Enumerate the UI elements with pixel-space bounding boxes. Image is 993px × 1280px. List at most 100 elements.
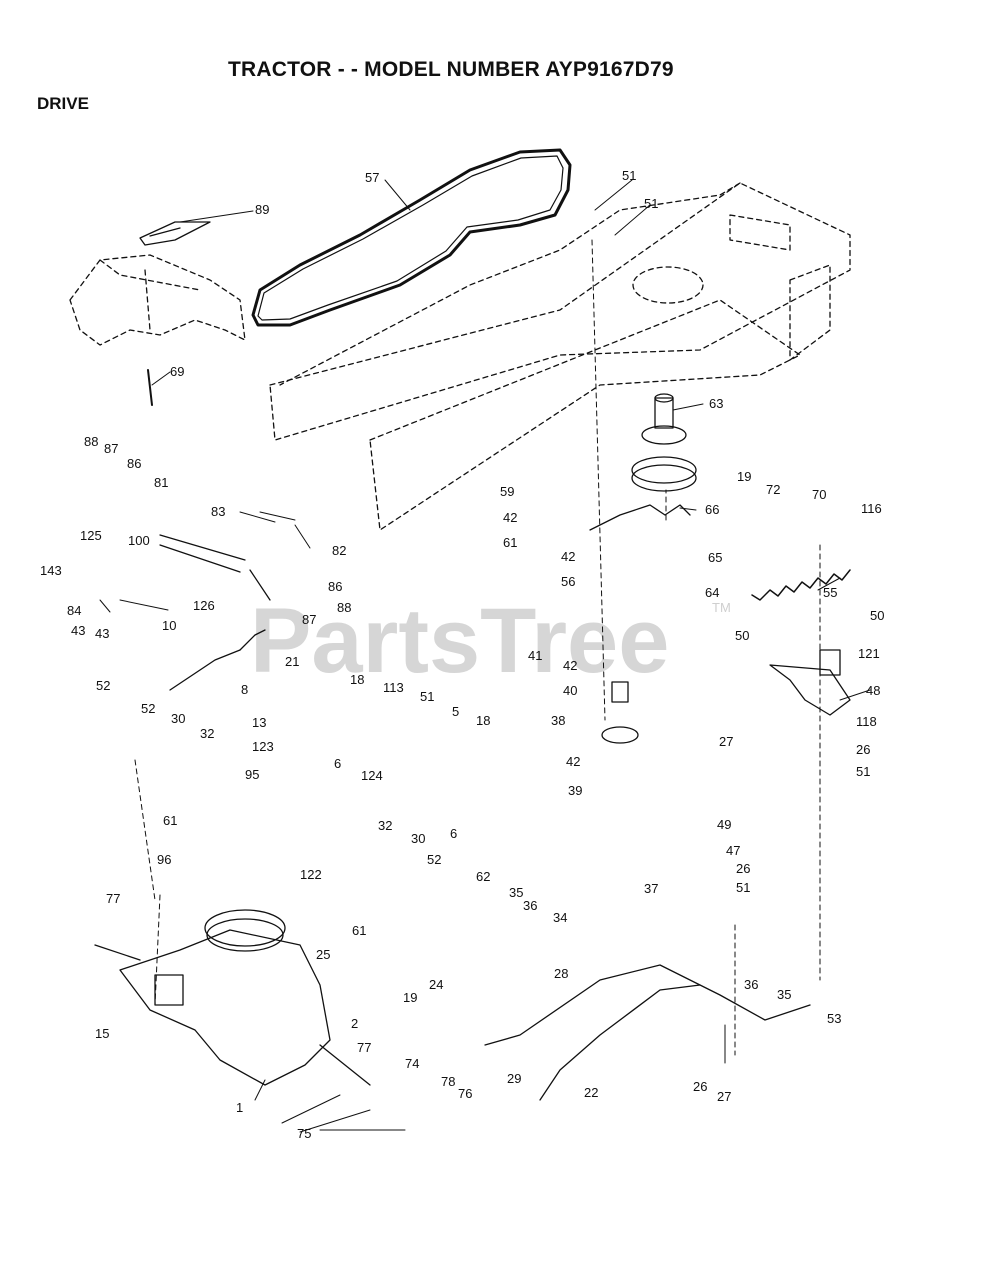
shift-rod xyxy=(159,534,271,691)
part-label: 29 xyxy=(507,1071,521,1086)
part-label: 88 xyxy=(337,600,351,615)
part-label: 22 xyxy=(584,1085,598,1100)
brake-rods xyxy=(484,964,811,1101)
part-label: 36 xyxy=(744,977,758,992)
tractor-frame xyxy=(269,182,851,531)
part-label: 86 xyxy=(127,456,141,471)
part-label: 77 xyxy=(357,1040,371,1055)
idler-rod xyxy=(589,504,691,531)
part-label: 19 xyxy=(737,469,751,484)
watermark-text: PartsTree xyxy=(250,590,669,692)
part-label: 100 xyxy=(128,533,150,548)
part-label: 27 xyxy=(717,1089,731,1104)
part-label: 39 xyxy=(568,783,582,798)
part-label: 70 xyxy=(812,487,826,502)
page-title: TRACTOR - - MODEL NUMBER AYP9167D79 xyxy=(228,58,674,81)
part-label: 83 xyxy=(211,504,225,519)
part-label: 57 xyxy=(365,170,379,185)
part-label: 51 xyxy=(856,764,870,779)
part-label: 42 xyxy=(561,549,575,564)
part-label: 43 xyxy=(71,623,85,638)
part-label: 59 xyxy=(500,484,514,499)
part-label: 38 xyxy=(551,713,565,728)
part-label: 36 xyxy=(523,898,537,913)
part-label: 55 xyxy=(823,585,837,600)
part-label: 30 xyxy=(411,831,425,846)
dash-bolt xyxy=(147,369,153,406)
part-label: 51 xyxy=(622,168,636,183)
part-label: 118 xyxy=(856,714,877,729)
part-label: 74 xyxy=(405,1056,419,1071)
part-label: 30 xyxy=(171,711,185,726)
dash-panel xyxy=(69,254,246,346)
part-label: 52 xyxy=(427,852,441,867)
part-label: 66 xyxy=(705,502,719,517)
part-label: 21 xyxy=(285,654,299,669)
leader-lines xyxy=(99,179,871,1133)
pulley-assembly xyxy=(631,393,697,492)
part-label: 124 xyxy=(361,768,383,783)
part-label: 88 xyxy=(84,434,98,449)
part-label: 95 xyxy=(245,767,259,782)
part-label: 96 xyxy=(157,852,171,867)
part-label: 122 xyxy=(300,867,322,882)
part-label: 40 xyxy=(563,683,577,698)
part-label: 62 xyxy=(476,869,490,884)
part-label: 78 xyxy=(441,1074,455,1089)
part-label: 81 xyxy=(154,475,168,490)
part-label: 43 xyxy=(95,626,109,641)
part-label: 72 xyxy=(766,482,780,497)
part-label: 52 xyxy=(96,678,110,693)
lower-pulley xyxy=(601,681,639,744)
part-label: 113 xyxy=(383,680,404,695)
part-label: 18 xyxy=(350,672,364,687)
part-label: 42 xyxy=(566,754,580,769)
part-label: 35 xyxy=(509,885,523,900)
part-label: 52 xyxy=(141,701,155,716)
part-label: 41 xyxy=(528,648,542,663)
drive-belt xyxy=(251,148,572,327)
part-label: 35 xyxy=(777,987,791,1002)
part-label: 2 xyxy=(351,1016,358,1031)
part-label: 89 xyxy=(255,202,269,217)
part-label: 87 xyxy=(302,612,316,627)
part-label: 26 xyxy=(736,861,750,876)
part-label: 61 xyxy=(503,535,517,550)
part-label: 6 xyxy=(450,826,457,841)
part-label: 51 xyxy=(644,196,658,211)
part-label: 63 xyxy=(709,396,723,411)
part-label: 50 xyxy=(870,608,884,623)
part-label: 143 xyxy=(40,563,62,578)
part-label: 34 xyxy=(553,910,567,925)
watermark-tm: TM xyxy=(712,600,731,615)
part-label: 13 xyxy=(252,715,266,730)
part-label: 32 xyxy=(378,818,392,833)
part-label: 61 xyxy=(163,813,177,828)
part-label: 5 xyxy=(452,704,459,719)
part-label: 121 xyxy=(858,646,880,661)
part-label: 42 xyxy=(503,510,517,525)
key-plate xyxy=(139,221,211,246)
part-label: 82 xyxy=(332,543,346,558)
part-label: 47 xyxy=(726,843,740,858)
part-label: 32 xyxy=(200,726,214,741)
alignment-lines xyxy=(134,239,821,1056)
part-label: 69 xyxy=(170,364,184,379)
part-label: 24 xyxy=(429,977,443,992)
part-label: 51 xyxy=(736,880,750,895)
part-label: 50 xyxy=(735,628,749,643)
part-label: 123 xyxy=(252,739,274,754)
part-label: 25 xyxy=(316,947,330,962)
part-label: 87 xyxy=(104,441,118,456)
part-label: 15 xyxy=(95,1026,109,1041)
part-label: 76 xyxy=(458,1086,472,1101)
part-label: 116 xyxy=(861,501,882,516)
part-label: 53 xyxy=(827,1011,841,1026)
part-label: 49 xyxy=(717,817,731,832)
part-label: 6 xyxy=(334,756,341,771)
part-label: 126 xyxy=(193,598,215,613)
part-label: 65 xyxy=(708,550,722,565)
part-label: 61 xyxy=(352,923,366,938)
part-label: 28 xyxy=(554,966,568,981)
